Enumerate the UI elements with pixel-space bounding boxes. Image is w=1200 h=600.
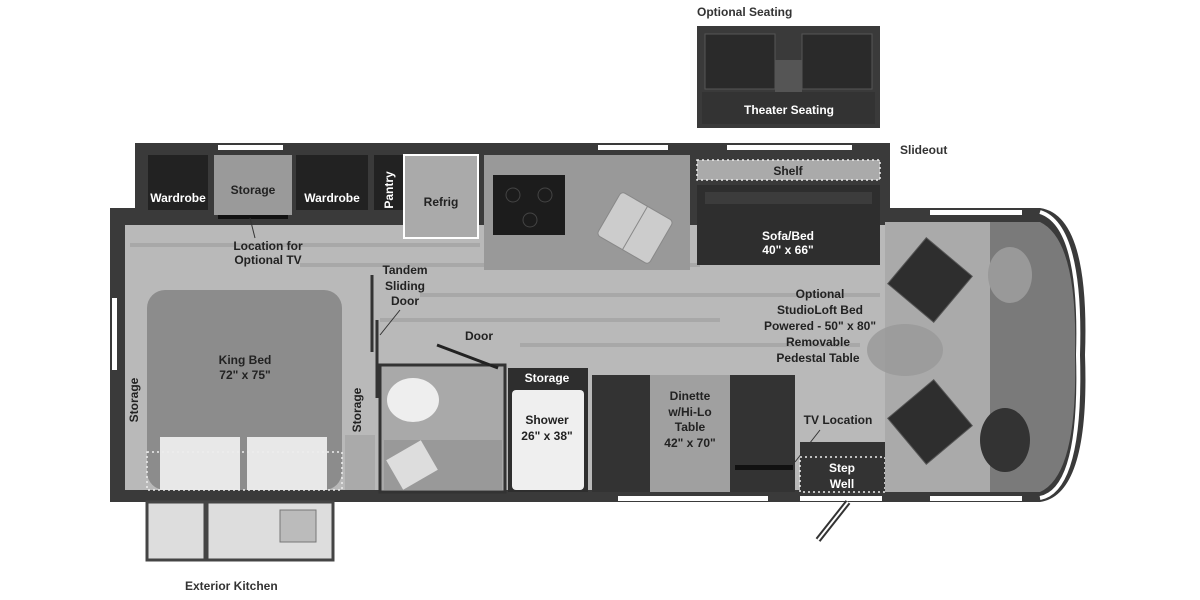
optional-tv-label: Location for xyxy=(233,239,303,253)
slideout-label: Slideout xyxy=(900,143,947,157)
svg-text:w/Hi-Lo: w/Hi-Lo xyxy=(667,405,711,419)
storage-mid xyxy=(345,435,375,490)
svg-text:72" x 75": 72" x 75" xyxy=(219,368,270,382)
storage-top: Storage xyxy=(214,155,292,219)
svg-text:Shelf: Shelf xyxy=(773,164,803,178)
kitchen-counter xyxy=(484,155,690,270)
svg-text:StudioLoft Bed: StudioLoft Bed xyxy=(777,303,863,317)
svg-text:Shower: Shower xyxy=(525,413,569,427)
studioloft-label: Optional xyxy=(796,287,845,301)
bath-sink xyxy=(386,440,438,490)
tv-leader xyxy=(249,217,256,239)
cab-chair-top xyxy=(887,237,973,323)
shower: Storage Shower 26" x 38" xyxy=(508,368,588,492)
optional-tv-label-2: Optional TV xyxy=(234,253,301,267)
svg-text:Refrig: Refrig xyxy=(424,195,459,209)
pedestal-table xyxy=(867,324,943,376)
dinette: Dinette w/Hi-Lo Table 42" x 70" xyxy=(592,375,795,492)
storage-left-label: Storage xyxy=(127,377,141,422)
svg-text:Storage: Storage xyxy=(525,371,570,385)
svg-text:Dinette: Dinette xyxy=(670,389,711,403)
svg-text:Storage: Storage xyxy=(231,183,276,197)
svg-text:Wardrobe: Wardrobe xyxy=(304,191,360,205)
king-bed: King Bed 72" x 75" xyxy=(146,290,343,491)
svg-text:Table: Table xyxy=(675,420,706,434)
storage-mid-label: Storage xyxy=(350,387,364,432)
sofa-bed: Sofa/Bed 40" x 66" xyxy=(697,185,880,265)
pedestal-label: Removable xyxy=(786,335,850,349)
tandem-door-label: Tandem xyxy=(382,263,427,277)
optional-seating-label: Optional Seating xyxy=(697,5,792,19)
svg-text:Well: Well xyxy=(830,477,854,491)
cooktop xyxy=(493,175,565,235)
exterior-kitchen xyxy=(145,500,335,562)
svg-text:Pantry: Pantry xyxy=(382,171,396,209)
svg-text:Step: Step xyxy=(829,461,855,475)
svg-text:Pedestal Table: Pedestal Table xyxy=(776,351,859,365)
theater-seating: Theater Seating xyxy=(697,26,880,128)
svg-text:40" x 66": 40" x 66" xyxy=(762,243,813,257)
cab-chair-bottom xyxy=(887,379,973,465)
cab-area xyxy=(867,222,1076,492)
shelf: Shelf xyxy=(696,159,881,181)
svg-text:42" x 70": 42" x 70" xyxy=(664,436,715,450)
toilet xyxy=(387,378,439,422)
tv-location-label: TV Location xyxy=(804,413,873,427)
step-well: Step Well xyxy=(799,442,886,493)
svg-text:Powered - 50" x 80": Powered - 50" x 80" xyxy=(764,319,876,333)
svg-text:26" x 38": 26" x 38" xyxy=(521,429,572,443)
refrigerator: Refrig xyxy=(403,154,479,239)
pantry: Pantry xyxy=(374,155,403,210)
svg-text:King Bed: King Bed xyxy=(219,353,272,367)
door-label: Door xyxy=(465,329,493,343)
bathroom xyxy=(378,363,507,494)
kitchen-sink xyxy=(597,192,673,264)
bathroom-door[interactable] xyxy=(436,343,499,370)
wardrobe-left: Wardrobe xyxy=(148,155,208,210)
svg-text:Sofa/Bed: Sofa/Bed xyxy=(762,229,814,243)
svg-text:Sliding: Sliding xyxy=(385,279,425,293)
exterior-kitchen-label: Exterior Kitchen xyxy=(185,579,278,593)
svg-text:Wardrobe: Wardrobe xyxy=(150,191,206,205)
svg-text:Door: Door xyxy=(391,294,419,308)
wardrobe-right: Wardrobe xyxy=(296,155,368,210)
theater-seating-label: Theater Seating xyxy=(744,103,834,117)
